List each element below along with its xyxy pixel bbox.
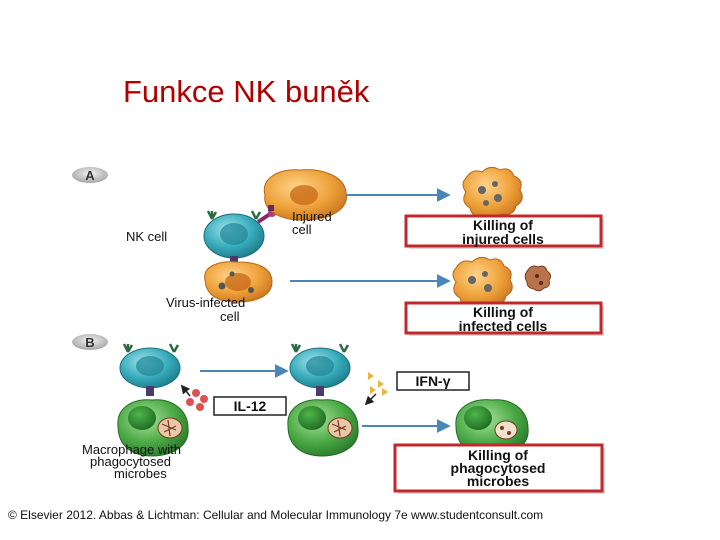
macrophage-label-2: phagocytosed [90, 454, 171, 469]
killed-infected-cell [452, 256, 552, 310]
il12-cytokines [180, 384, 208, 411]
slide-title: Funkce NK buněk [123, 74, 370, 109]
result-phago-line3: microbes [467, 473, 529, 489]
injured-cell-label-2: cell [292, 222, 312, 237]
ifn-label: IFN-γ [416, 373, 451, 389]
il12-box: IL-12 [213, 396, 287, 416]
result-box-infected: Killing of infected cells [404, 301, 604, 336]
result-injured-line1: Killing of [473, 217, 533, 233]
virus-cell-label-2: cell [220, 309, 240, 324]
macrophage-label-1: Macrophage with [82, 442, 181, 457]
result-infected-line2: infected cells [459, 318, 548, 334]
injured-cell [263, 169, 348, 221]
macrophage-b3 [455, 399, 529, 457]
result-injured-line2: injured cells [462, 231, 544, 247]
panel-b-badge: B [72, 334, 108, 350]
ifn-box: IFN-γ [396, 371, 470, 391]
macrophage-b1 [117, 399, 189, 457]
nk-cell-a [203, 209, 276, 266]
result-phago-line1: Killing of [468, 447, 528, 463]
nk-cell-label: NK cell [126, 229, 167, 244]
panel-b-badge-label: B [85, 335, 94, 350]
result-box-injured: Killing of injured cells [404, 214, 604, 249]
nk-cell-b2 [289, 343, 351, 396]
virus-cell-label-1: Virus-infected [166, 295, 245, 310]
macrophage-label-3: microbes [114, 466, 167, 481]
il12-label: IL-12 [234, 398, 267, 414]
virus-infected-cell [204, 258, 273, 303]
injured-cell-label-1: Injured [292, 209, 332, 224]
result-phago-line2: phagocytosed [451, 460, 546, 476]
result-infected-line1: Killing of [473, 304, 533, 320]
panel-a-badge: A [72, 167, 108, 183]
macrophage-b2 [287, 399, 359, 457]
ifn-gamma-cytokines [364, 372, 388, 406]
result-box-phagocytosed: Killing of phagocytosed microbes [393, 443, 605, 494]
killed-injured-cell [462, 166, 523, 220]
nk-cell-b1 [119, 343, 181, 396]
copyright-caption: © Elsevier 2012. Abbas & Lichtman: Cellu… [8, 508, 544, 522]
panel-a-badge-label: A [85, 168, 95, 183]
